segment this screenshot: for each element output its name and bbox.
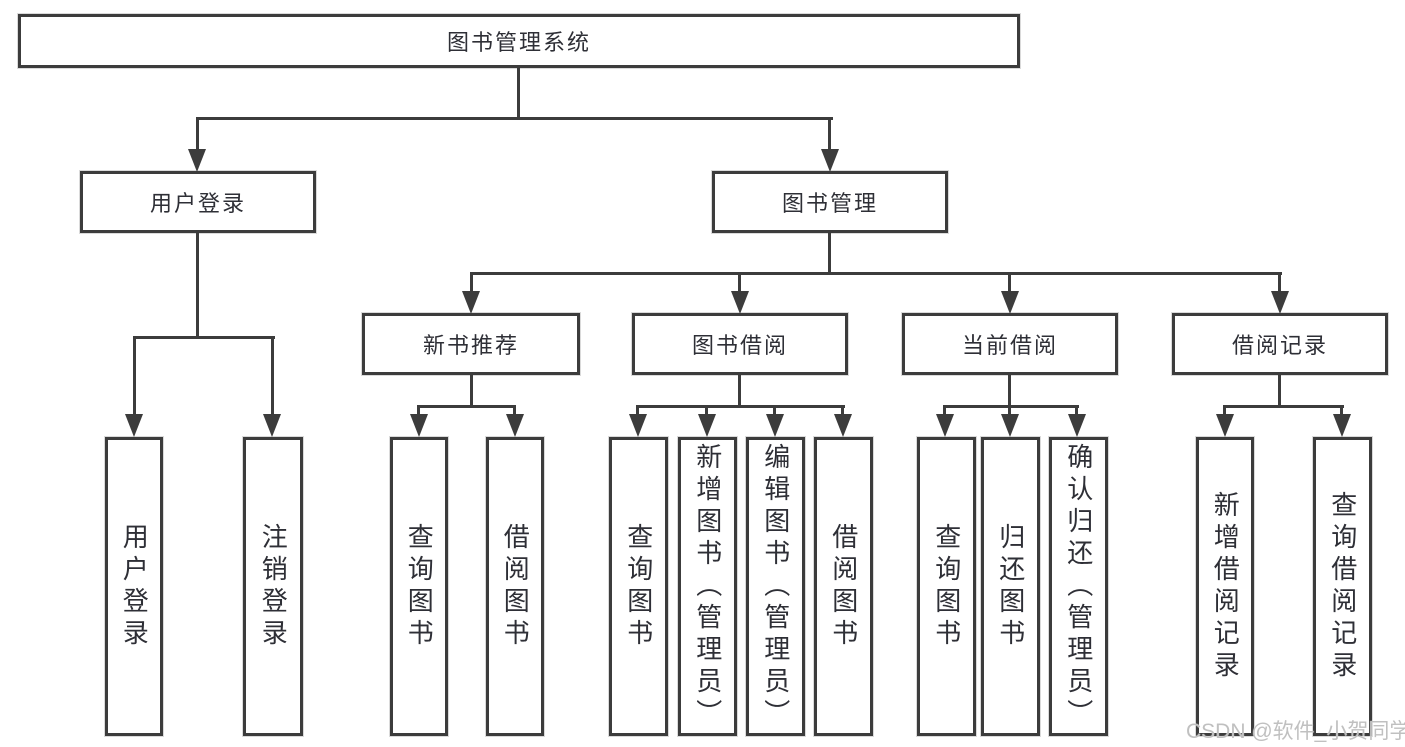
leaf-add-book-admin: 新增图书（管理员） [678,437,737,736]
connector-hline [133,336,275,339]
arrowhead-down [834,414,852,437]
connector-vline [828,117,831,150]
node-label: 图书管理系统 [446,30,591,55]
connector-vline [417,405,420,416]
node-user-login: 用户登录 [80,171,316,233]
connector-vline [470,373,473,407]
node-label: 新增借阅记录 [1210,490,1241,683]
connector-vline [470,272,473,292]
connector-vline [1008,272,1011,292]
connector-hline [470,272,1282,275]
connector-vline [196,117,199,150]
arrowhead-down [629,414,647,437]
connector-vline [196,231,199,338]
node-label: 当前借阅 [961,333,1058,358]
connector-vline [943,405,946,416]
arrowhead-down [698,414,716,437]
connector-vline [517,66,520,119]
arrowhead-down [1333,414,1351,437]
node-label: 注销登录 [258,522,289,651]
node-label: 查询图书 [404,522,435,651]
connector-hline [418,405,516,408]
node-current-borrowing: 当前借阅 [902,313,1118,375]
node-label: 借阅记录 [1231,333,1328,358]
connector-vline [1223,405,1226,416]
arrowhead-down [462,291,480,314]
connector-vline [133,336,136,415]
node-label: 查询图书 [623,522,654,651]
connector-hline [944,405,1079,408]
node-label: 借阅图书 [828,522,859,651]
arrowhead-down [1001,414,1019,437]
arrowhead-down [1216,414,1234,437]
connector-vline [828,231,831,274]
leaf-confirm-return-admin: 确认归还（管理员） [1049,437,1108,736]
arrowhead-down [263,414,281,437]
leaf-edit-book-admin: 编辑图书（管理员） [746,437,805,736]
arrowhead-down [936,414,954,437]
leaf-borrowing-borrow-books: 借阅图书 [814,437,873,736]
leaf-query-borrow-record: 查询借阅记录 [1313,437,1372,736]
node-label: 图书管理 [781,191,878,216]
node-label: 图书借阅 [691,333,788,358]
node-label: 查询图书 [931,522,962,651]
arrowhead-down [1068,414,1086,437]
node-label: 用户登录 [149,191,246,216]
connector-vline [1340,405,1343,416]
leaf-return-books: 归还图书 [981,437,1040,736]
arrowhead-down [731,291,749,314]
connector-vline [738,272,741,292]
node-root-library-management-system: 图书管理系统 [18,14,1020,68]
node-label: 确认归还（管理员） [1063,442,1094,731]
arrowhead-down [1001,291,1019,314]
leaf-current-query-books: 查询图书 [917,437,976,736]
arrowhead-down [506,414,524,437]
arrowhead-down [821,149,839,172]
node-label: 编辑图书（管理员） [760,442,791,731]
connector-vline [1008,373,1011,407]
arrowhead-down [1271,291,1289,314]
csdn-watermark: CSDN @软件_小贺同学 [1186,720,1405,743]
leaf-logout: 注销登录 [243,437,303,736]
leaf-recommend-query-books: 查询图书 [390,437,448,736]
leaf-user-login: 用户登录 [105,437,163,736]
connector-vline [1075,405,1078,416]
connector-vline [1278,272,1281,292]
connector-vline [513,405,516,416]
connector-vline [738,373,741,407]
leaf-borrowing-query-books: 查询图书 [609,437,668,736]
connector-vline [705,405,708,416]
leaf-recommend-borrow-books: 借阅图书 [486,437,544,736]
arrowhead-down [188,149,206,172]
node-label: 新增图书（管理员） [692,442,723,731]
connector-vline [1008,405,1011,416]
node-book-borrowing: 图书借阅 [632,313,848,375]
arrowhead-down [125,414,143,437]
connector-vline [841,405,844,416]
node-book-management: 图书管理 [712,171,948,233]
connector-hline [1224,405,1344,408]
node-new-book-recommend: 新书推荐 [362,313,580,375]
node-label: 归还图书 [995,522,1026,651]
arrowhead-down [410,414,428,437]
connector-vline [271,336,274,415]
arrowhead-down [766,414,784,437]
connector-vline [1278,373,1281,407]
node-label: 借阅图书 [500,522,531,651]
node-label: 用户登录 [119,522,150,651]
node-borrowing-records: 借阅记录 [1172,313,1388,375]
connector-vline [636,405,639,416]
node-label: 查询借阅记录 [1327,490,1358,683]
leaf-add-borrow-record: 新增借阅记录 [1196,437,1254,736]
connector-hline [637,405,845,408]
node-label: 新书推荐 [422,333,519,358]
connector-vline [773,405,776,416]
connector-hline [196,117,833,120]
